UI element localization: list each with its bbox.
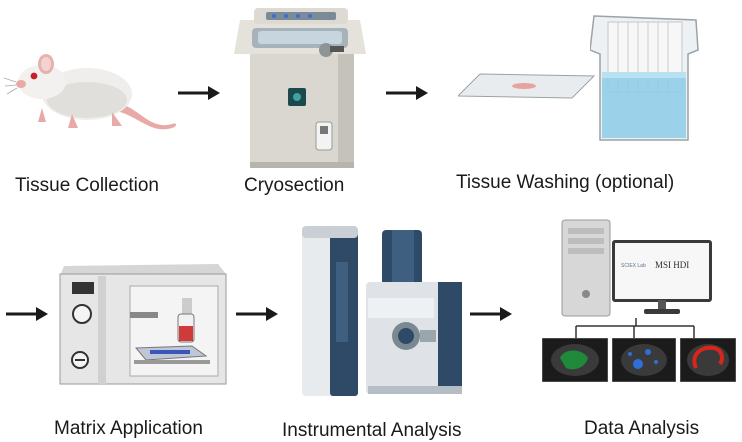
- step-label-matrix-application: Matrix Application: [54, 418, 203, 439]
- arrow-right-icon: [236, 307, 278, 321]
- step-label-data-analysis: Data Analysis: [584, 418, 700, 439]
- step-label-tissue-washing: Tissue Washing (optional): [456, 172, 675, 193]
- heatmap-image-blue: [612, 338, 676, 382]
- arrow-right-icon: [6, 307, 48, 321]
- step-label-tissue-collection: Tissue Collection: [15, 175, 159, 196]
- step-label-instrumental-analysis: Instrumental Analysis: [282, 420, 462, 441]
- glass-slide-illustration: [458, 73, 596, 99]
- arrow-right-icon: [470, 307, 512, 321]
- cryostat-illustration: [234, 8, 366, 168]
- arrow-right-icon: [178, 86, 220, 100]
- heatmap-image-green: [542, 338, 608, 382]
- monitor-logo-text: MSI HDI: [655, 260, 690, 270]
- step-label-cryosection: Cryosection: [244, 175, 345, 196]
- matrix-sprayer-illustration: [59, 264, 227, 385]
- monitor-stand-illustration: [644, 300, 680, 314]
- mouse-illustration: [3, 54, 177, 130]
- washing-jar-illustration: [590, 15, 699, 141]
- mass-spectrometer-illustration: [302, 226, 462, 396]
- computer-tower-illustration: [561, 219, 611, 317]
- heatmap-image-red: [680, 338, 736, 382]
- arrow-right-icon: [386, 86, 428, 100]
- monitor-small-text: SCIEX Lab: [621, 263, 646, 269]
- monitor-screen: SCIEX Lab MSI HDI: [612, 240, 712, 302]
- connector-lines: [575, 318, 695, 340]
